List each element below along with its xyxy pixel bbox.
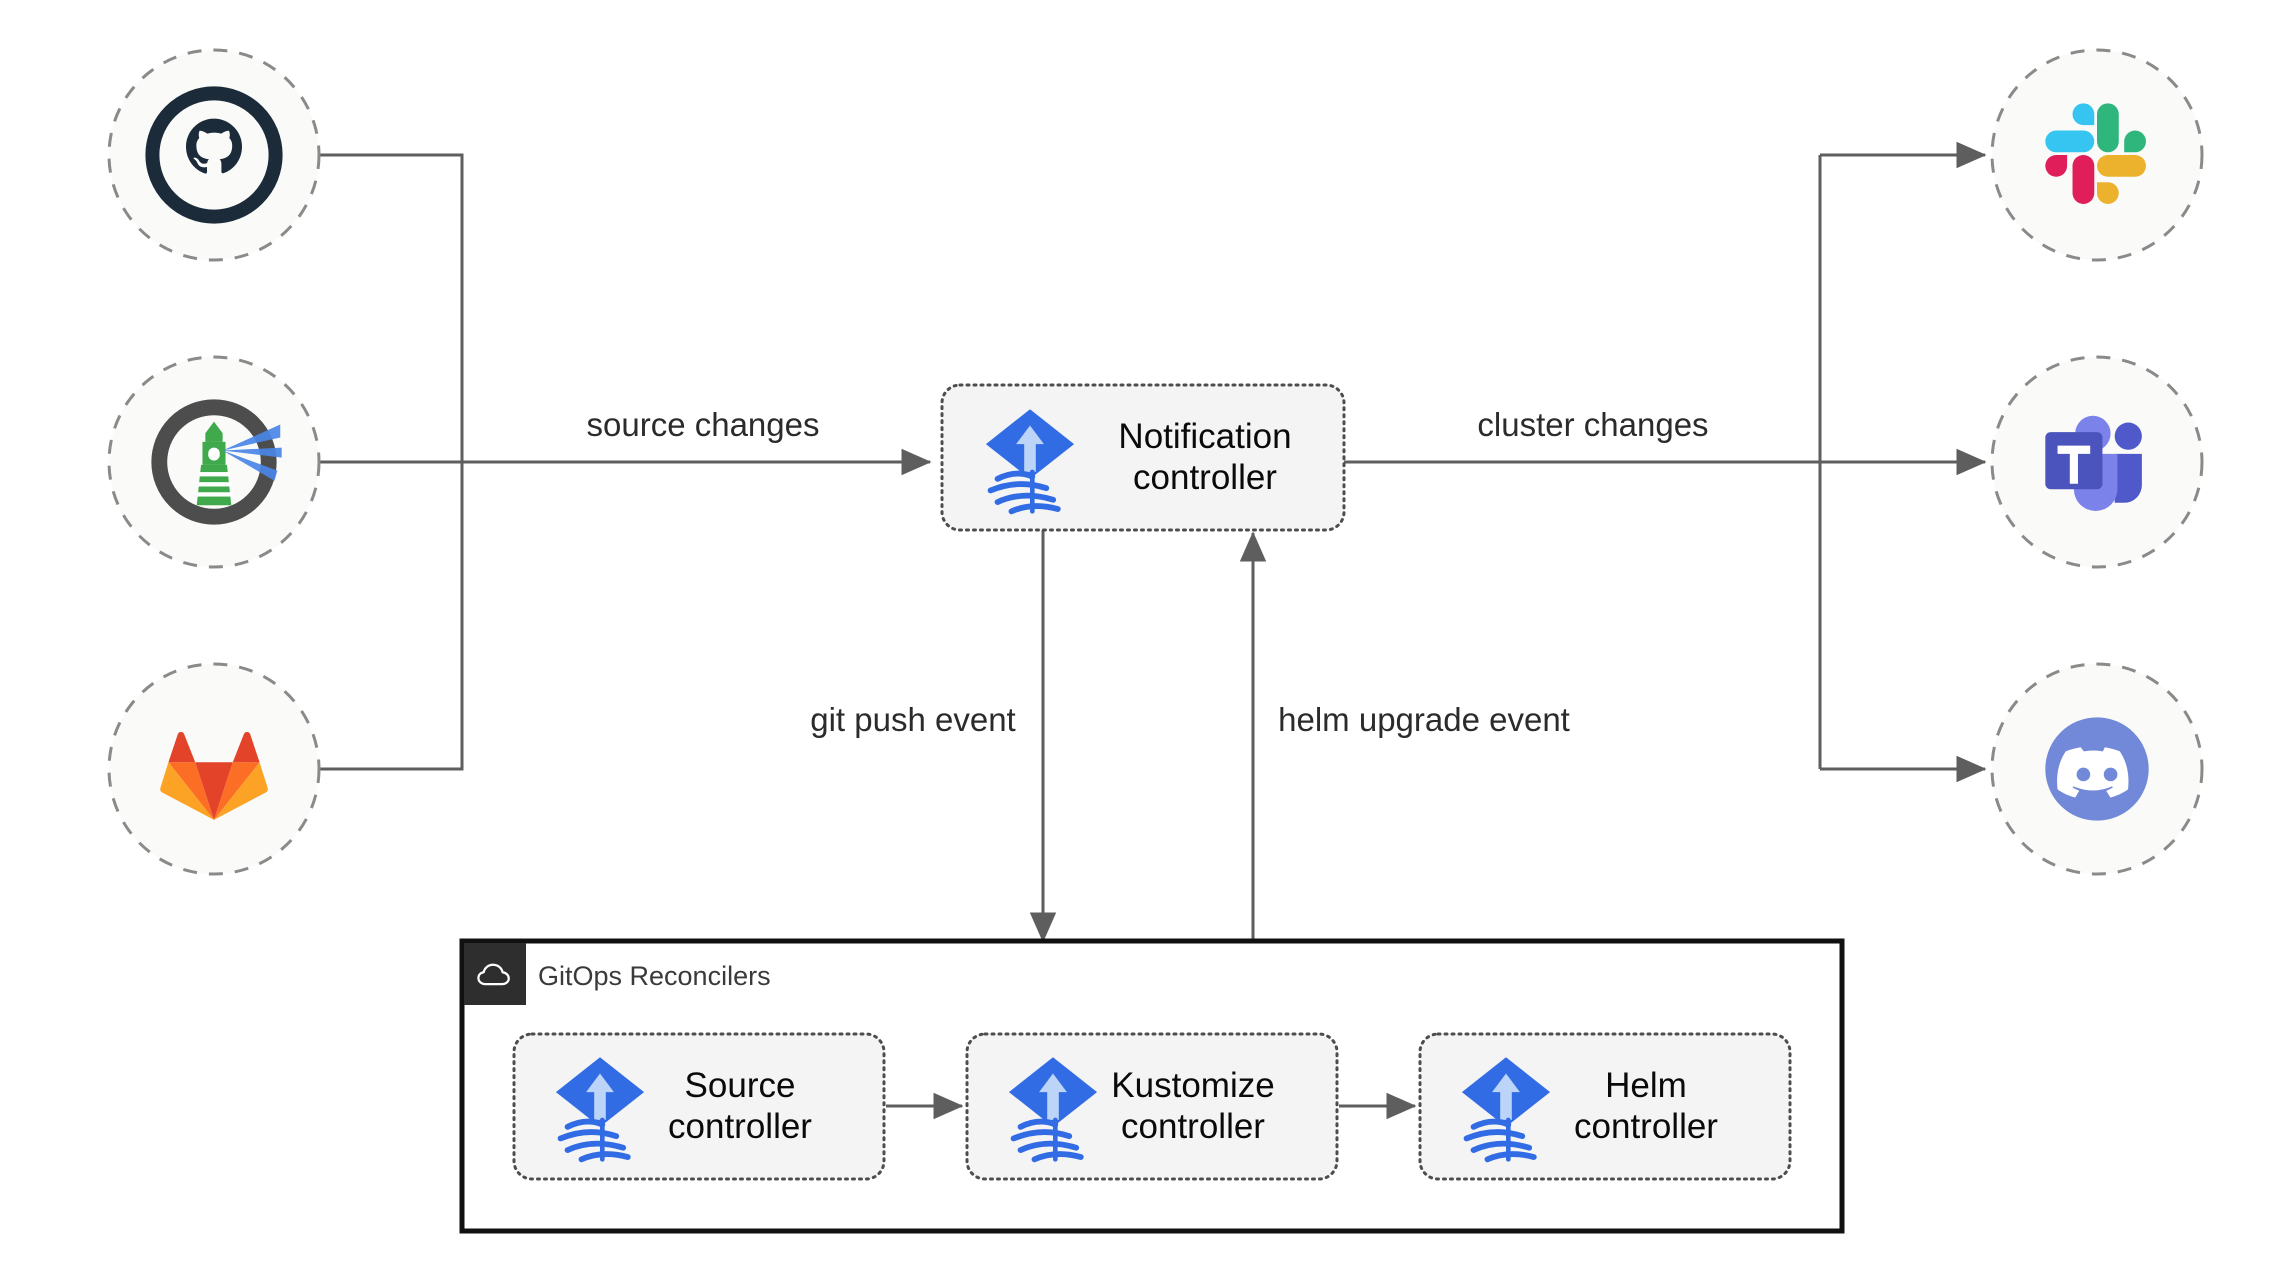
edge-cluster-changes (1344, 141, 1987, 783)
edge-source-changes (306, 153, 932, 771)
gitops-reconcilers-container: GitOps Reconcilers (459, 938, 1845, 1234)
helm-controller-label-line2: controller (1574, 1107, 1718, 1146)
kustomize-controller-label-line2: controller (1121, 1107, 1265, 1146)
discord-icon (2045, 717, 2149, 821)
source-controller-node[interactable]: Source controller (512, 1032, 886, 1181)
notification-controller-label-line1: Notification (1118, 417, 1291, 456)
helm-controller-node[interactable]: Helm controller (1418, 1032, 1792, 1181)
helm-controller-label-line1: Helm (1605, 1066, 1687, 1105)
destination-node-slack[interactable] (1990, 48, 2204, 262)
edge-label-helm-upgrade-event: helm upgrade event (1278, 701, 1570, 738)
destination-node-discord[interactable] (1990, 662, 2204, 876)
kustomize-controller-node[interactable]: Kustomize controller (965, 1032, 1339, 1181)
source-controller-label-line1: Source (685, 1066, 796, 1105)
edge-label-cluster-changes: cluster changes (1477, 406, 1708, 443)
source-node-gitlab[interactable] (107, 662, 321, 876)
container-title: GitOps Reconcilers (538, 961, 771, 991)
container-badge (464, 943, 526, 1005)
kustomize-controller-label-line1: Kustomize (1111, 1066, 1274, 1105)
notification-controller-node[interactable]: Notification controller (940, 383, 1346, 532)
source-node-github[interactable] (107, 48, 321, 262)
destination-node-teams[interactable] (1990, 355, 2204, 569)
edge-label-source-changes: source changes (587, 406, 820, 443)
source-controller-label-line2: controller (668, 1107, 812, 1146)
notification-controller-label-line2: controller (1133, 458, 1277, 497)
source-node-flux[interactable] (107, 355, 321, 569)
edge-label-git-push-event: git push event (810, 701, 1015, 738)
